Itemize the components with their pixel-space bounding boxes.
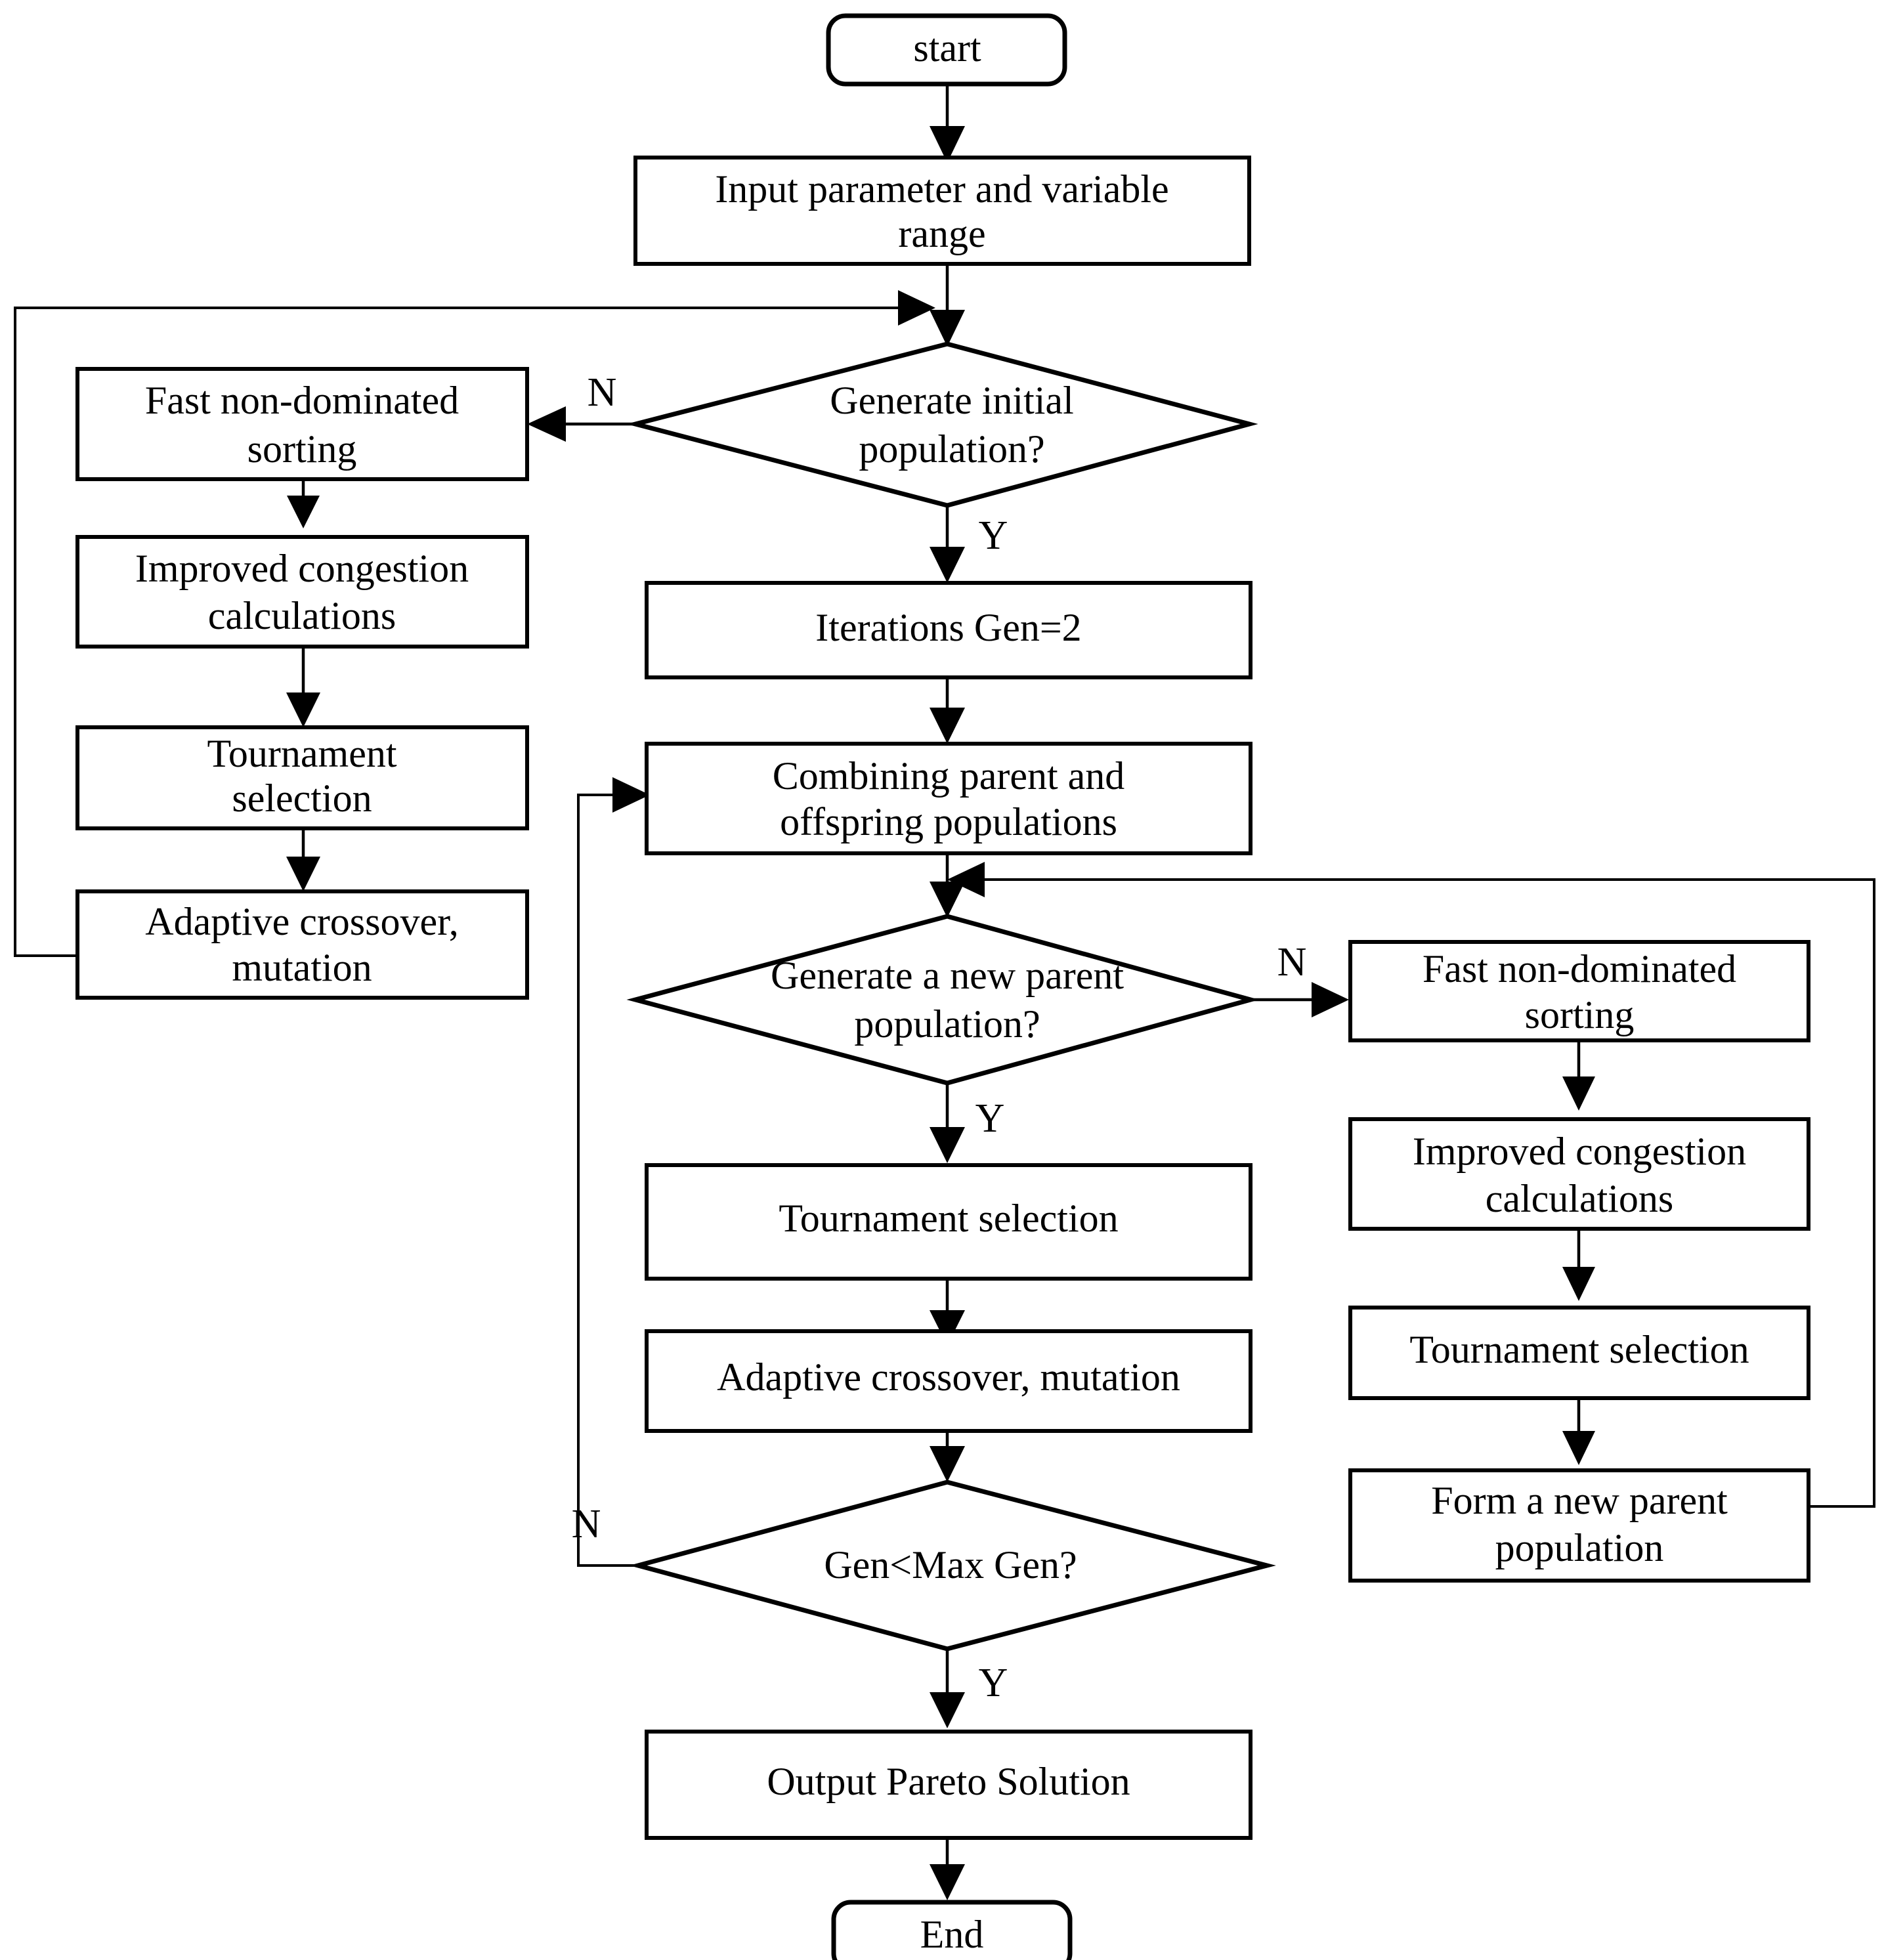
node-left-tournament[interactable]: Tournament selection [75, 725, 529, 830]
edge-left-tournament-to-crossover [286, 828, 320, 891]
node-right-form-parent-line2: population [1495, 1526, 1664, 1569]
branch-label-initial-population-yes: Y [979, 513, 1008, 558]
edge-left-crossover-feedback [14, 290, 935, 957]
node-left-tournament-line2: selection [232, 777, 372, 820]
node-right-congestion-line2: calculations [1486, 1177, 1674, 1220]
node-generate-initial-population[interactable]: Generate initial population? [626, 341, 1258, 508]
edge-center-tournament-to-crossover [930, 1279, 965, 1346]
branch-label-initial-population-no: N [588, 370, 617, 415]
edge-diamond1-no-to-left-sorting [527, 406, 635, 442]
node-end[interactable]: End [831, 1900, 1073, 1960]
edge-input-to-diamond1 [930, 264, 965, 347]
node-end-label: End [920, 1913, 984, 1956]
edge-right-tournament-to-form-parent [1562, 1398, 1595, 1465]
node-left-congestion[interactable]: Improved congestion calculations [75, 535, 529, 649]
edge-iterations-to-combining [930, 677, 965, 744]
node-input-parameters-line1: Input parameter and variable [715, 167, 1168, 211]
node-center-crossover-label: Adaptive crossover, mutation [717, 1355, 1180, 1399]
branch-label-new-parent-no: N [1277, 940, 1307, 985]
node-start[interactable]: start [826, 13, 1067, 87]
node-output-pareto-label: Output Pareto Solution [767, 1760, 1130, 1803]
node-right-congestion-line1: Improved congestion [1413, 1130, 1746, 1173]
edge-combining-to-diamond2 [930, 853, 965, 918]
node-output-pareto[interactable]: Output Pareto Solution [645, 1730, 1252, 1840]
edge-output-to-end [930, 1838, 965, 1900]
node-right-tournament-label: Tournament selection [1409, 1328, 1749, 1371]
node-gen-max-check[interactable]: Gen<Max Gen? [629, 1480, 1276, 1651]
node-center-crossover[interactable]: Adaptive crossover, mutation [645, 1329, 1252, 1433]
edge-right-form-parent-feedback [947, 862, 1875, 1508]
node-center-tournament-label: Tournament selection [779, 1197, 1118, 1240]
edge-center-crossover-to-genmax [930, 1431, 965, 1482]
branch-label-new-parent-yes: Y [975, 1096, 1005, 1141]
node-left-fast-sorting[interactable]: Fast non-dominated sorting [75, 367, 529, 481]
edge-diamond2-no-to-right-sorting [1251, 982, 1349, 1017]
node-right-congestion[interactable]: Improved congestion calculations [1348, 1117, 1810, 1231]
node-right-tournament[interactable]: Tournament selection [1348, 1306, 1810, 1400]
node-right-form-parent-line1: Form a new parent [1431, 1479, 1728, 1522]
node-right-form-parent[interactable]: Form a new parent population [1348, 1468, 1810, 1583]
node-left-crossover-line2: mutation [232, 946, 372, 989]
node-combining-populations[interactable]: Combining parent and offspring populatio… [645, 742, 1252, 855]
node-center-tournament[interactable]: Tournament selection [645, 1163, 1252, 1281]
node-left-congestion-line2: calculations [208, 594, 396, 637]
node-right-fast-sorting[interactable]: Fast non-dominated sorting [1348, 940, 1810, 1042]
node-generate-new-parent-line2: population? [854, 1002, 1040, 1046]
edge-right-congestion-to-tournament [1562, 1229, 1595, 1301]
edge-genmax-no-feedback [577, 777, 650, 1567]
edge-left-congestion-to-tournament [286, 647, 320, 727]
node-right-fast-sorting-line1: Fast non-dominated [1423, 947, 1736, 991]
node-input-parameters-line2: range [898, 212, 985, 255]
node-combining-populations-line1: Combining parent and [773, 754, 1125, 798]
node-left-tournament-line1: Tournament [207, 732, 396, 775]
node-start-label: start [913, 26, 981, 70]
edge-diamond2-yes-to-tournament [930, 1083, 965, 1163]
edge-right-sorting-to-congestion [1562, 1040, 1595, 1111]
node-right-fast-sorting-line2: sorting [1525, 993, 1635, 1036]
node-left-congestion-line1: Improved congestion [135, 547, 469, 590]
node-iterations-gen-label: Iterations Gen=2 [815, 606, 1081, 649]
edge-genmax-yes-to-output [930, 1648, 965, 1728]
node-generate-initial-population-line1: Generate initial [830, 379, 1073, 422]
node-input-parameters[interactable]: Input parameter and variable range [633, 156, 1251, 266]
node-left-crossover[interactable]: Adaptive crossover, mutation [75, 889, 529, 1000]
node-generate-new-parent-line1: Generate a new parent [771, 954, 1124, 997]
node-generate-new-parent[interactable]: Generate a new parent population? [626, 914, 1260, 1086]
node-left-fast-sorting-line2: sorting [247, 427, 357, 471]
branch-label-gen-max-yes: Y [979, 1661, 1008, 1705]
node-generate-initial-population-line2: population? [859, 427, 1044, 471]
edge-left-sorting-to-congestion [287, 479, 320, 528]
node-combining-populations-line2: offspring populations [780, 800, 1117, 843]
node-left-fast-sorting-line1: Fast non-dominated [145, 379, 459, 422]
node-gen-max-check-label: Gen<Max Gen? [824, 1543, 1077, 1587]
edge-start-to-input [930, 84, 965, 163]
node-left-crossover-line1: Adaptive crossover, [145, 900, 458, 943]
node-iterations-gen[interactable]: Iterations Gen=2 [645, 581, 1252, 679]
branch-label-gen-max-no: N [572, 1502, 601, 1546]
edge-diamond1-yes-to-iterations [930, 507, 965, 583]
